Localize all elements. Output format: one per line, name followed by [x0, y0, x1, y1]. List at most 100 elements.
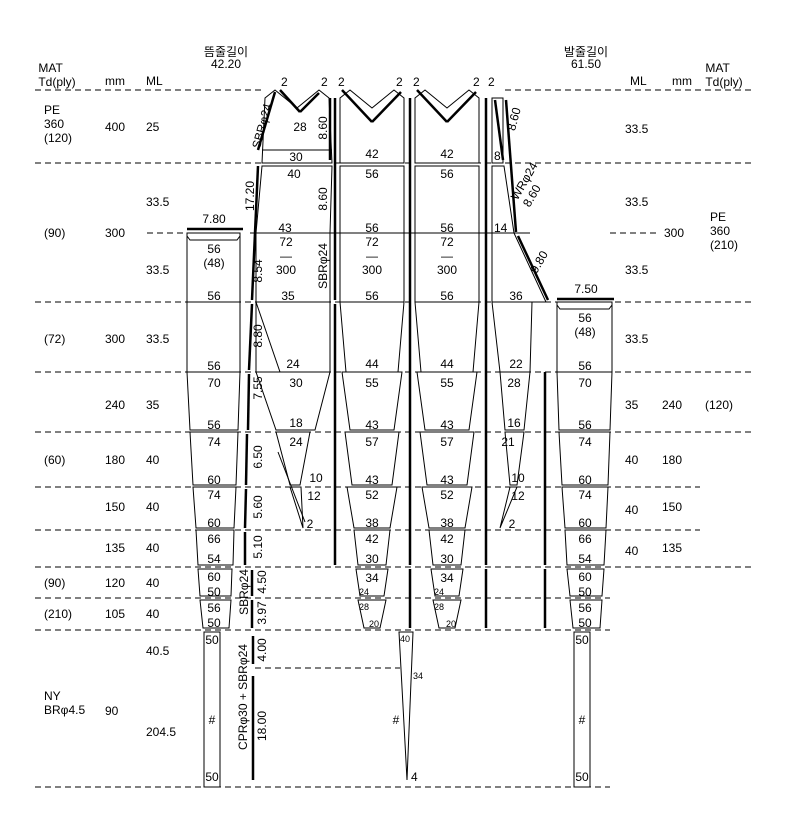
panel-20a: 20 [368, 619, 380, 629]
panel-56a: 56 [365, 167, 379, 181]
panel-34b: 34 [440, 571, 454, 585]
panel-12a: 12 [307, 489, 321, 503]
body-50b: 50 [578, 585, 592, 599]
top-two-1: 2 [281, 75, 288, 89]
mm-right-300: 300 [664, 226, 685, 240]
codend-center-40: 40 [399, 634, 411, 644]
ml-right-1: 33.5 [625, 122, 649, 136]
body-60b: 60 [578, 473, 592, 487]
panel-44b: 44 [440, 357, 454, 371]
panel-22: 22 [509, 357, 523, 371]
material-pe-right: PE 360 (210) [710, 210, 739, 252]
body-56b: 56 [578, 418, 592, 432]
panel-28b: 28 [507, 376, 521, 390]
panel-40: 40 [287, 167, 301, 181]
panel-44a: 44 [365, 357, 379, 371]
left-material-header: MAT Td(ply) [38, 61, 76, 89]
headline-length-value: 42.20 [210, 57, 242, 71]
body-60f: 60 [578, 570, 592, 584]
ml-right-2: 33.5 [625, 195, 649, 209]
wing-left-mesh: 56 (48) [203, 242, 225, 270]
panel-24b: 24 [289, 435, 303, 449]
mm-120: 120 [105, 576, 126, 590]
rope-3-97: 3.97 [255, 601, 269, 625]
body-56a: 56 [207, 418, 221, 432]
left-body-56: 56 [207, 359, 221, 373]
codend-center-34: 34 [413, 671, 424, 681]
panel-43d: 43 [440, 473, 454, 487]
body-74c: 74 [207, 488, 221, 502]
panel-56d: 56 [440, 221, 454, 235]
headline-length-label: 뜸줄길이 [203, 45, 249, 59]
material-210: (210) [44, 607, 73, 621]
top-two-5: 2 [413, 75, 420, 89]
top-two-7: 2 [488, 75, 495, 89]
panel-52a: 52 [365, 488, 379, 502]
ml-40-5: 40.5 [146, 644, 170, 658]
codend-right-hash: # [578, 713, 586, 727]
ml-right-4: 33.5 [625, 332, 649, 346]
panel-2b: 2 [508, 517, 516, 531]
rope-18-00: 18.00 [255, 710, 269, 742]
panel-28c: 28 [358, 602, 370, 612]
body-56d: 56 [578, 601, 592, 615]
body-74a: 74 [207, 435, 221, 449]
body-74b: 74 [578, 435, 592, 449]
ml-40c: 40 [146, 541, 160, 555]
ml-40e: 40 [146, 607, 160, 621]
body-60e: 60 [207, 570, 221, 584]
codend-center-hash: # [392, 713, 400, 727]
panel-42c: 42 [365, 532, 379, 546]
rope-4-00: 4.00 [255, 638, 269, 662]
body-50a: 50 [207, 585, 221, 599]
material-90b: (90) [44, 576, 66, 590]
material-72: (72) [44, 332, 66, 346]
body-50d: 50 [578, 616, 592, 630]
panel-24d: 24 [433, 587, 445, 597]
panel-38b: 38 [440, 516, 454, 530]
panel-30: 30 [289, 150, 303, 164]
rope-5-10: 5.10 [251, 535, 265, 559]
panel-55b: 55 [440, 376, 454, 390]
material-120: (120) [705, 398, 734, 412]
body-54b: 54 [578, 552, 592, 566]
panel-43c: 43 [365, 473, 379, 487]
rope-6-50: 6.50 [251, 445, 265, 469]
mm-240: 240 [105, 398, 126, 412]
panel-34a: 34 [365, 571, 379, 585]
panel-10a: 10 [309, 471, 323, 485]
mm-150: 150 [105, 500, 126, 514]
panel-72b: 72 — 300 [361, 235, 383, 277]
top-two-2: 2 [321, 75, 328, 89]
body-60a: 60 [207, 473, 221, 487]
panel-56b: 56 [440, 167, 454, 181]
material-90a: (90) [44, 226, 66, 240]
codend-left-hash: # [208, 713, 216, 727]
codend-center-4: 4 [411, 770, 418, 784]
panel-14: 14 [494, 221, 508, 235]
panel-56f: 56 [440, 289, 454, 303]
top-two-3: 2 [338, 75, 345, 89]
ml-right-5: 35 [625, 398, 639, 412]
panel-42b: 42 [440, 147, 454, 161]
mm-105: 105 [105, 607, 126, 621]
panel-43a: 43 [365, 418, 379, 432]
sbr-low-label: SBRφ24 [237, 569, 251, 615]
float-right-value: 7.50 [574, 282, 598, 296]
mm-right-180: 180 [662, 453, 683, 467]
wing-right-mesh: 56 (48) [574, 311, 596, 339]
body-66a: 66 [207, 532, 221, 546]
body-74d: 74 [578, 488, 592, 502]
panel-30d: 30 [440, 552, 454, 566]
rope-8-80: 8.80 [251, 324, 265, 348]
panel-24: 24 [286, 357, 300, 371]
panel-57a: 57 [365, 435, 379, 449]
footrope-length-label: 발줄길이 [563, 45, 609, 59]
panel-43: 43 [278, 221, 292, 235]
codend-right-50-top: 50 [575, 633, 589, 647]
panel-72a: 72 — 300 [275, 235, 297, 277]
body-70a: 70 [207, 376, 221, 390]
mm-90: 90 [105, 704, 119, 718]
rope-5-60: 5.60 [251, 495, 265, 519]
